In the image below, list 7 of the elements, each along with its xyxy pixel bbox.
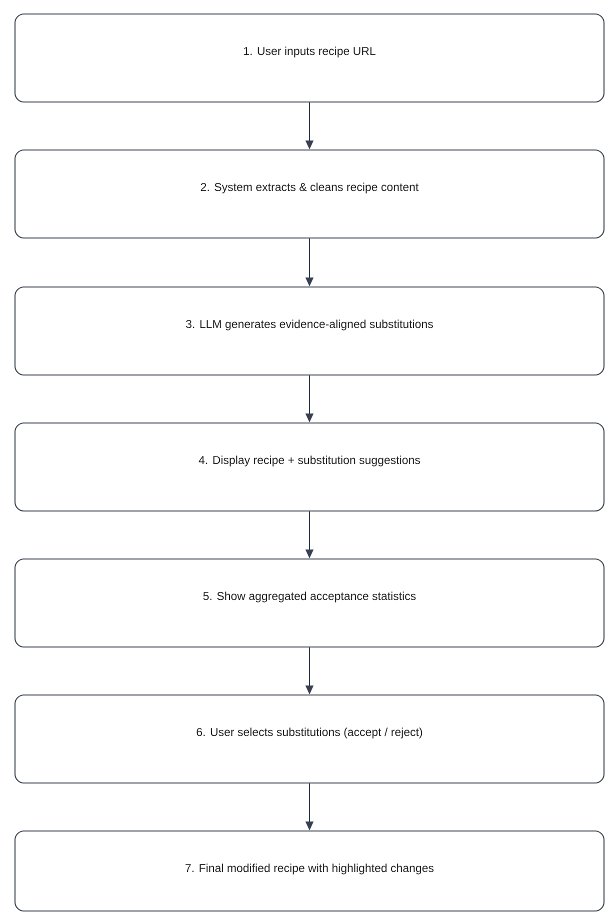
process-box: 2. System extracts & cleans recipe content (14, 149, 605, 239)
process-box: 1. User inputs recipe URL (14, 13, 605, 103)
process-box: 5. Show aggregated acceptance statistics (14, 558, 605, 648)
process-box: 6. User selects substitutions (accept / reject) (14, 694, 605, 784)
process-box: 4. Display recipe + substitution suggestions (14, 422, 605, 512)
process-box: 3. LLM generates evidence-aligned substitutions (14, 286, 605, 376)
process-box: 7. Final modified recipe with highlighted changes (14, 830, 605, 912)
